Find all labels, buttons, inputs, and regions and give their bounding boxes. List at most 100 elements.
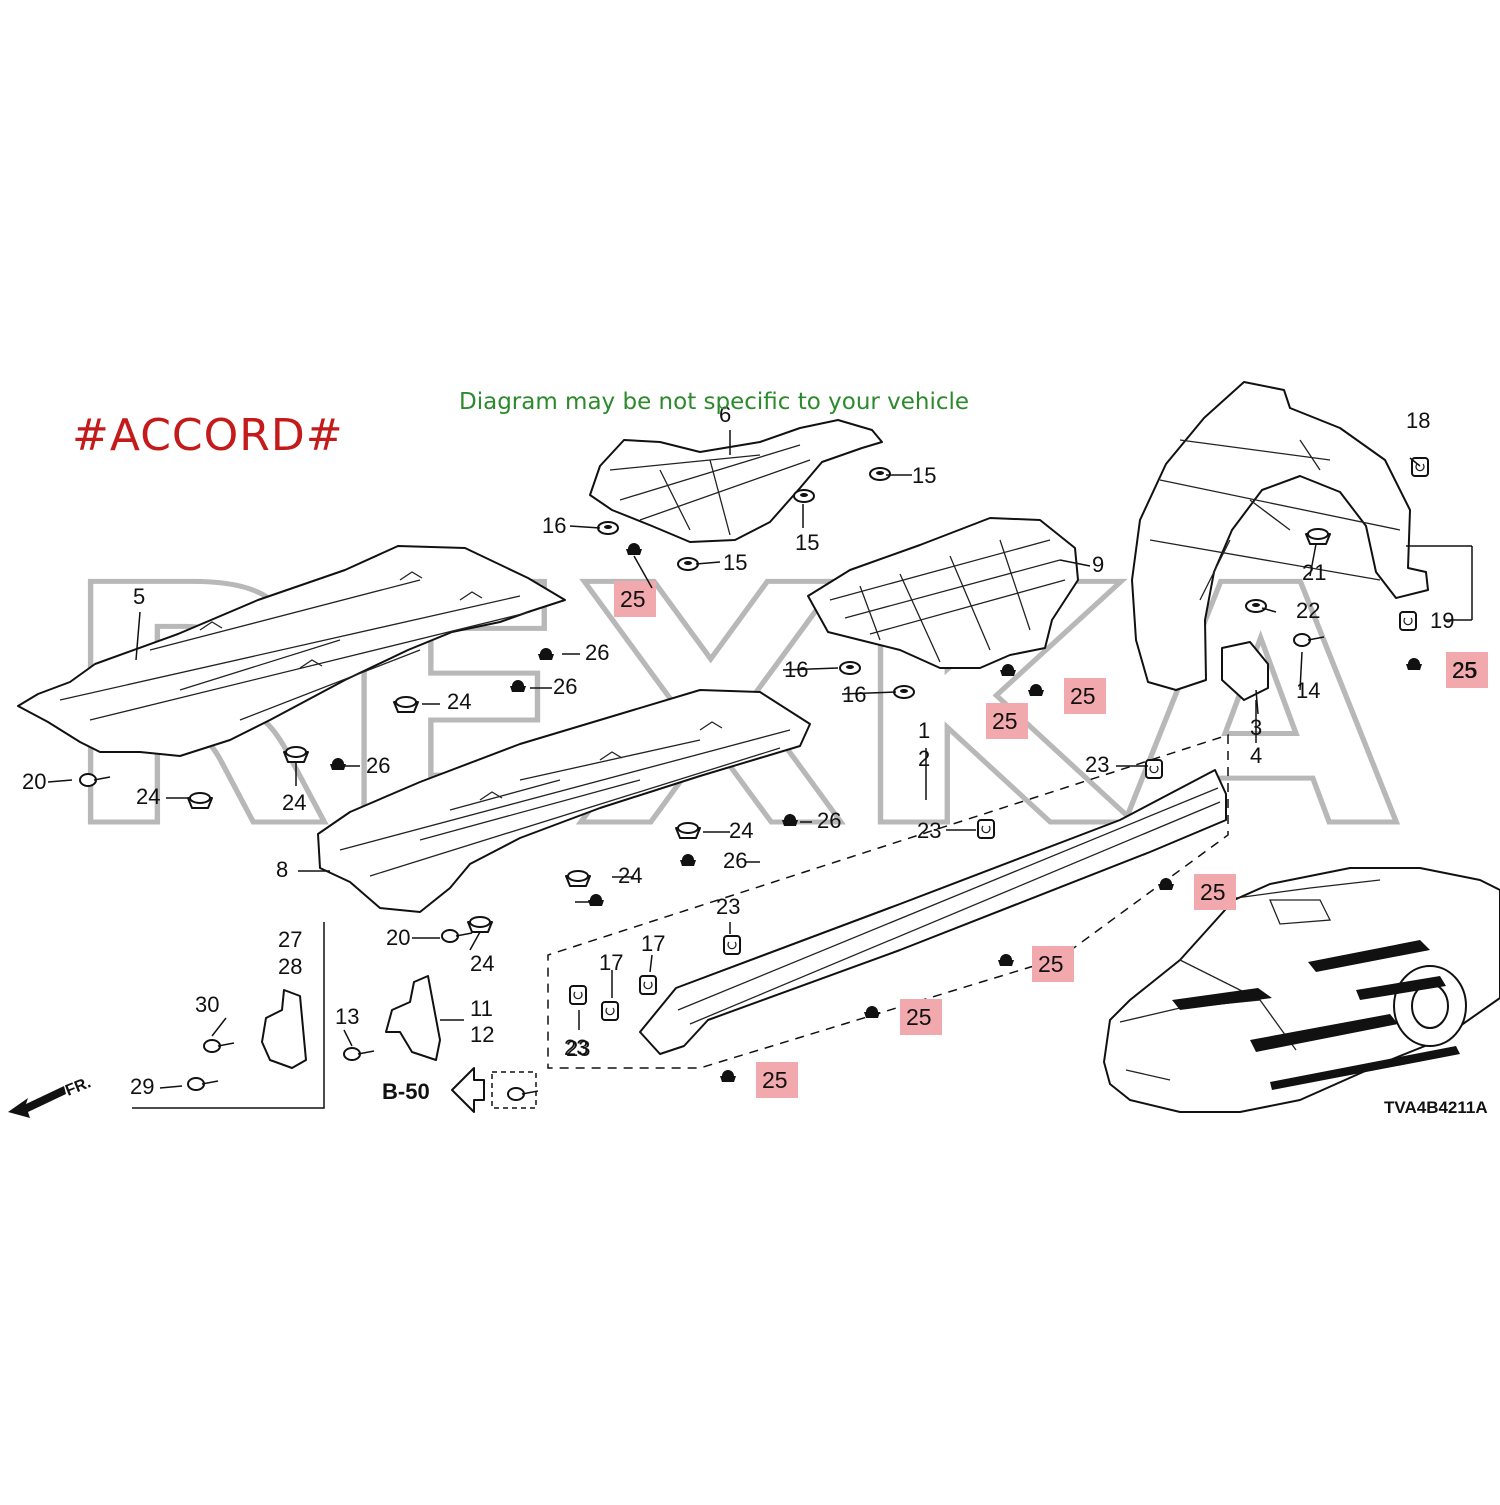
callout-24: 24 [470, 951, 494, 976]
leader-layer [47, 430, 1473, 1089]
callout-11: 11 [470, 996, 493, 1021]
square-clip-icon [569, 985, 587, 1005]
nut-top-icon [285, 746, 307, 758]
square-clip-detail-icon [727, 941, 737, 950]
screw-shank-icon [357, 1050, 375, 1055]
callout-24: 24 [618, 863, 642, 888]
fender-liner [1131, 381, 1429, 701]
callout-layer: 1234568911121314151515161616171718192020… [22, 402, 1476, 1099]
leader-line [343, 1029, 353, 1047]
screw-icon [79, 773, 97, 787]
reference-b50: B-50 [382, 1067, 537, 1113]
square-clip-detail-icon [573, 991, 583, 1000]
square-clip-detail-icon [1403, 617, 1413, 626]
highlighted-callout-25: 25 [992, 708, 1018, 734]
push-clip-icon [1406, 658, 1422, 670]
push-clip-icon [720, 1070, 736, 1082]
grommet-hole-icon [684, 561, 692, 565]
highlighted-callout-25: 25 [906, 1004, 932, 1030]
callout-14: 14 [1296, 678, 1320, 703]
grommet-hole-icon [900, 689, 908, 693]
callout-6: 6 [719, 402, 731, 427]
highlight-box [1194, 874, 1236, 910]
callout-23: 23 [917, 818, 941, 843]
undercover-part-9 [807, 517, 1079, 669]
leader-line [135, 611, 141, 661]
side-sill-garnish [547, 733, 1229, 1069]
front-direction-arrow: FR. [8, 1074, 93, 1118]
diagram-code: TVA4B4211A [1384, 1098, 1488, 1117]
callout-23: 23 [566, 1036, 590, 1061]
highlight-box [900, 999, 942, 1035]
square-clip-detail-icon [643, 981, 653, 990]
screw-icon [507, 1087, 525, 1101]
screw-icon [1293, 633, 1311, 647]
leader-line [1409, 457, 1421, 467]
screw-icon [441, 929, 459, 943]
callout-27: 27 [278, 927, 302, 952]
grommet-hole-icon [876, 471, 884, 475]
callout-16: 16 [842, 682, 866, 707]
highlight-box [1064, 678, 1106, 714]
highlight-box [1446, 652, 1488, 688]
callout-24: 24 [447, 689, 471, 714]
diagram-notice: Diagram may be not specific to your vehi… [459, 389, 970, 415]
square-clip-icon [723, 935, 741, 955]
callout-26: 26 [723, 848, 747, 873]
leader-line [1255, 689, 1259, 715]
floor-undercover-part-5 [17, 545, 566, 757]
square-clip-detail-icon [605, 1007, 615, 1016]
callout-26: 26 [817, 808, 841, 833]
callout-15: 15 [795, 530, 819, 555]
callout-24: 24 [136, 784, 160, 809]
leader-line [569, 525, 601, 529]
grommet-hole-icon [846, 665, 854, 669]
screw-shank-icon [93, 776, 111, 781]
square-clip-detail-icon [981, 825, 991, 834]
callout-23: 23 [564, 1035, 588, 1060]
callout-4: 4 [1250, 743, 1262, 768]
callout-28: 28 [278, 954, 302, 979]
callout-26: 26 [366, 753, 390, 778]
leader-line [211, 1017, 227, 1037]
callout-25: 25 [1452, 658, 1476, 683]
leader-line [649, 954, 653, 973]
front-direction-label: FR. [63, 1074, 93, 1099]
push-clip-icon [782, 814, 798, 826]
callout-17: 17 [641, 931, 665, 956]
callout-29: 29 [130, 1074, 154, 1099]
leader-line [841, 691, 897, 695]
screw-shank-icon [521, 1090, 539, 1095]
screw-shank-icon [201, 1080, 219, 1085]
callout-13: 13 [335, 1004, 359, 1029]
push-clip-icon [680, 854, 696, 866]
callout-17: 17 [599, 950, 623, 975]
square-clip-icon [601, 1001, 619, 1021]
push-clip-icon [330, 758, 346, 770]
push-clip-icon [1028, 684, 1044, 696]
callout-15: 15 [723, 550, 747, 575]
highlighted-callout-25: 25 [1200, 879, 1226, 905]
push-clip-icon [1000, 664, 1016, 676]
nut-top-icon [189, 792, 211, 804]
callout-20: 20 [386, 925, 410, 950]
callout-9: 9 [1092, 552, 1104, 577]
screw-icon [187, 1077, 205, 1091]
square-clip-detail-icon [1149, 765, 1159, 774]
leader-line [1059, 559, 1091, 567]
screw-shank-icon [1307, 636, 1325, 641]
callout-24: 24 [729, 818, 753, 843]
callout-1: 1 [918, 718, 930, 743]
push-clip-icon [538, 648, 554, 660]
leader-line [695, 561, 721, 565]
callout-23: 23 [716, 894, 740, 919]
push-clip-icon [510, 680, 526, 692]
highlighted-callout-25: 25 [1038, 951, 1064, 977]
nut-top-icon [677, 822, 699, 834]
square-clip-icon [639, 975, 657, 995]
callout-16: 16 [784, 657, 808, 682]
callout-20: 20 [22, 769, 46, 794]
square-clip-detail-icon [1415, 463, 1425, 472]
